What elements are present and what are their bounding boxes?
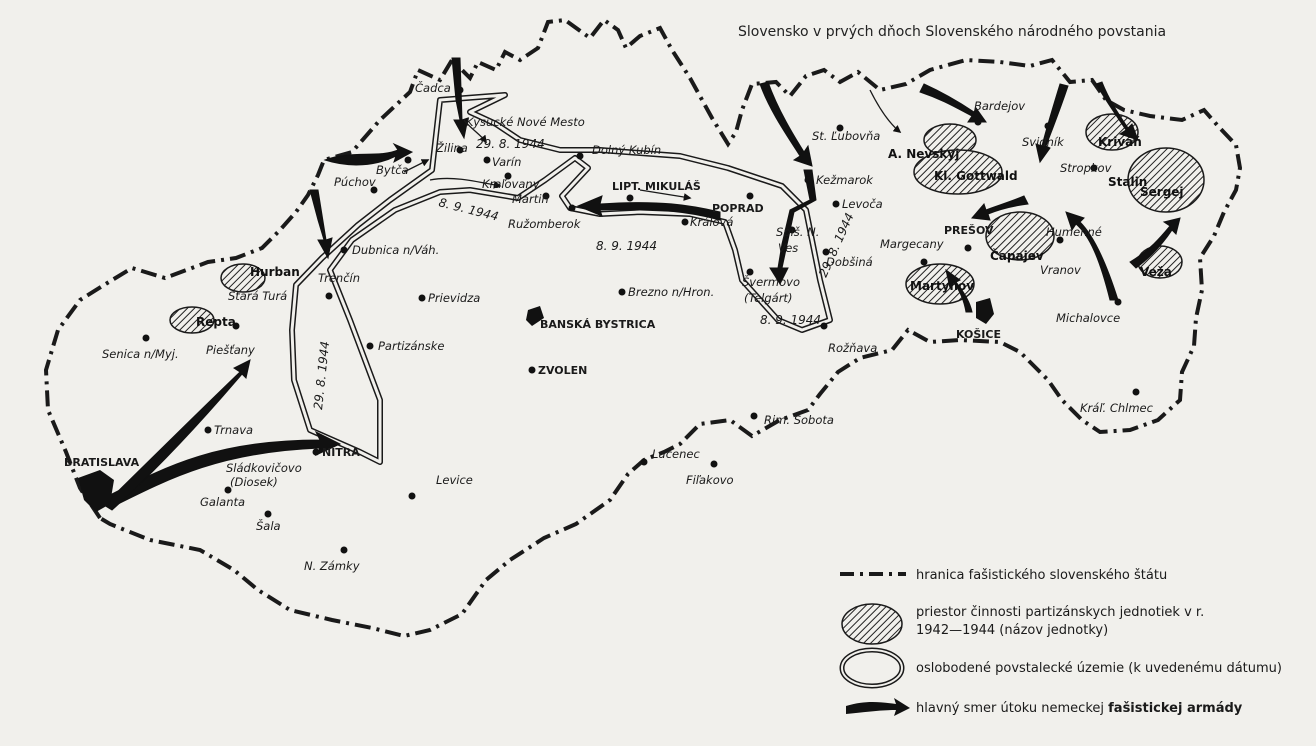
city-puchov: Púchov (334, 175, 376, 189)
movement-arrows (403, 89, 902, 201)
city-dobsina: Dobšiná (826, 255, 873, 269)
city-rim-sobota: Rim. Sobota (764, 413, 834, 427)
city-stara-tura: Stará Turá (228, 289, 287, 303)
city-margecany: Margecany (880, 237, 944, 251)
city-bratislava: BRATISLAVA (64, 456, 140, 469)
unit-krivan: Kriváň (1098, 135, 1142, 149)
city-spis-2: Ves (778, 241, 798, 255)
partisan-area-sergej (1127, 147, 1205, 213)
city-martin: Martin (512, 192, 549, 206)
unit-hurban: Hurban (250, 265, 300, 279)
partisan-area-hurban (220, 263, 266, 293)
partisan-area-gottwald (913, 149, 1003, 195)
city-sladkovicovo-1: Sládkovičovo (226, 461, 302, 475)
city-michalovce: Michalovce (1056, 311, 1120, 325)
date-svermovo: 8. 9. 1944 (760, 313, 821, 327)
map-title: Slovensko v prvých dňoch Slovenského nár… (738, 24, 1166, 40)
city-kysucke: Kysucké Nové Mesto (466, 115, 585, 129)
legend-partisan-symbol (841, 603, 903, 645)
city-kralovany: Kraľovany (482, 177, 540, 191)
city-roznava: Rožňava (828, 341, 877, 355)
city-st-lubovna: St. Ľubovňa (812, 129, 880, 143)
city-varin: Varín (492, 155, 521, 169)
city-lipt-mikulas: LIPT. MIKULÁŠ (612, 180, 701, 193)
date-martin: 8. 9. 1944 (437, 195, 500, 223)
unit-sergej: Sergej (1140, 185, 1184, 199)
unit-nevskij: A. Nevskyj (888, 147, 959, 161)
city-svermovo-2: (Telgárt) (744, 291, 792, 305)
unit-repta: Repta (196, 315, 236, 329)
partisan-area-martynov (905, 263, 975, 305)
city-bardejov: Bardejov (974, 99, 1025, 113)
city-piestany: Piešťany (206, 343, 255, 357)
date-trencin: 29. 8. 1944 (311, 341, 332, 411)
city-markers (142, 86, 1140, 554)
city-kralova: Králová (690, 215, 733, 229)
city-kral-chlmec: Kráľ. Chlmec (1080, 401, 1154, 415)
city-poprad: POPRAD (712, 202, 764, 215)
city-cadca: Čadca (415, 80, 451, 95)
bratislava-city (78, 470, 114, 512)
city-n-zamky: N. Zámky (304, 559, 360, 573)
city-vranov: Vranov (1040, 263, 1081, 277)
legend-attack-text: hlavný smer útoku nemeckej fašistickej a… (916, 701, 1243, 716)
city-kosice: KOŠICE (956, 328, 1001, 341)
city-bytca: Bytča (376, 163, 409, 177)
city-filakovo: Fiľakovo (686, 473, 734, 487)
date-ruzomberok: 8. 9. 1944 (596, 239, 657, 253)
city-brezno: Brezno n/Hron. (628, 285, 714, 299)
legend-liberated-text: oslobodené povstalecké územie (k uvedené… (916, 661, 1282, 676)
unit-stalin: Stalin (1108, 175, 1147, 189)
city-svidnik: Svidník (1022, 135, 1065, 149)
city-labels: Čadca Kysucké Nové Mesto Žilina Varín By… (64, 80, 1154, 573)
city-levice: Levice (436, 473, 473, 487)
liberated-territory (289, 92, 833, 465)
legend-attack-symbol (846, 698, 910, 716)
city-trnava: Trnava (214, 423, 253, 437)
city-spis-1: Spiš. N. (776, 225, 819, 239)
banska-bystrica-city (526, 306, 544, 326)
city-sladkovicovo-2: (Diosek) (230, 475, 278, 489)
city-kezmarok: Kežmarok (816, 173, 874, 187)
city-ruzomberok: Ružomberok (508, 217, 582, 231)
unit-labels: Hurban Repta A. Nevskyj Kl. Gottwald Kri… (196, 135, 1184, 329)
city-senica: Senica n/Myj. (102, 347, 179, 361)
city-prievidza: Prievidza (428, 291, 480, 305)
legend-attack-text-plain: hlavný smer útoku nemeckej (916, 701, 1108, 716)
city-banska-bystrica: BANSKÁ BYSTRICA (540, 318, 656, 331)
legend-partisan-text-2: 1942—1944 (názov jednotky) (916, 623, 1108, 638)
city-partizanske: Partizánske (378, 339, 445, 353)
city-stropkov: Stropkov (1060, 161, 1112, 175)
partisan-areas (169, 113, 1205, 334)
unit-capajev: Čapajev (990, 248, 1044, 263)
partisan-area-repta (169, 306, 215, 334)
date-kysucke: 29. 8. 1944 (476, 137, 545, 151)
kosice-city (976, 298, 994, 324)
unit-gottwald: Kl. Gottwald (934, 169, 1018, 183)
city-trencin: Trenčín (318, 271, 360, 285)
city-presov: PREŠOV (944, 224, 994, 237)
partisan-area-capajev (985, 211, 1055, 261)
city-humenne: Humenné (1046, 225, 1102, 239)
city-levoca: Levoča (842, 197, 883, 211)
city-svermovo-1: Švermovo (742, 274, 800, 289)
city-sala: Šala (256, 518, 281, 533)
legend-attack-text-bold: fašistickej armády (1108, 701, 1243, 716)
city-galanta: Galanta (200, 495, 245, 509)
legend: hranica fašistického slovenského štátu p… (839, 568, 1282, 716)
city-dolny-kubin: Dolný Kubín (592, 143, 661, 157)
legend-partisan-text-1: priestor činnosti partizánskych jednotie… (916, 605, 1204, 620)
city-zvolen: ZVOLEN (538, 364, 587, 377)
city-dubnica: Dubnica n/Váh. (352, 243, 439, 257)
unit-veza: Veža (1140, 265, 1172, 279)
city-lucenec: Lučenec (652, 447, 700, 461)
city-nitra: NITRA (322, 446, 360, 459)
state-border (43, 17, 1243, 639)
attack-arrows (99, 57, 1181, 511)
city-zilina: Žilina (435, 140, 468, 155)
legend-border-text: hranica fašistického slovenského štátu (916, 568, 1167, 583)
unit-martynov: Martynov (910, 279, 974, 293)
